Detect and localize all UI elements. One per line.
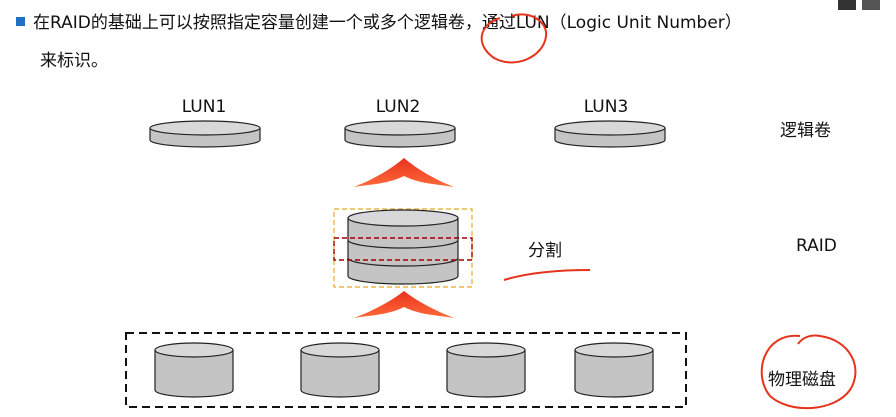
- circle-annotation-physical-disk: [760, 334, 857, 409]
- physical-disks-box: [125, 332, 687, 408]
- qr-mark-icon: [838, 0, 856, 10]
- intro-line-2: 来标识。: [40, 51, 108, 71]
- physical-disk-label: 物理磁盘: [768, 370, 836, 390]
- intro-text-1: 在RAID的基础上可以按照指定容量创建一个或多个逻辑卷，通过LUN（Logic …: [33, 13, 742, 33]
- physical-disk-2: [300, 342, 380, 398]
- qr-mark-icon-2: [862, 0, 880, 10]
- logical-volume-label: 逻辑卷: [780, 121, 831, 141]
- lun1-label: LUN1: [182, 97, 227, 117]
- physical-disk-1: [154, 342, 234, 398]
- raid-label: RAID: [796, 236, 837, 256]
- lun2-label: LUN2: [376, 97, 421, 117]
- physical-disk-group: [154, 342, 654, 398]
- lun3-label: LUN3: [584, 97, 629, 117]
- physical-disk-4: [574, 342, 654, 398]
- circle-annotation-logical-volume: [480, 13, 548, 64]
- lower-red-arrow: [354, 291, 454, 318]
- intro-line-1: 在RAID的基础上可以按照指定容量创建一个或多个逻辑卷，通过LUN（Logic …: [16, 8, 896, 38]
- bullet-square-icon: [16, 16, 25, 26]
- upper-red-arrow: [354, 158, 454, 187]
- lun3-disk: [554, 120, 666, 148]
- raid-cylinder: [333, 208, 473, 288]
- split-underline-annotation: [503, 269, 591, 281]
- split-label: 分割: [528, 241, 562, 261]
- lun1-disk: [149, 120, 261, 148]
- physical-disk-3: [446, 342, 526, 398]
- lun2-disk: [344, 120, 456, 148]
